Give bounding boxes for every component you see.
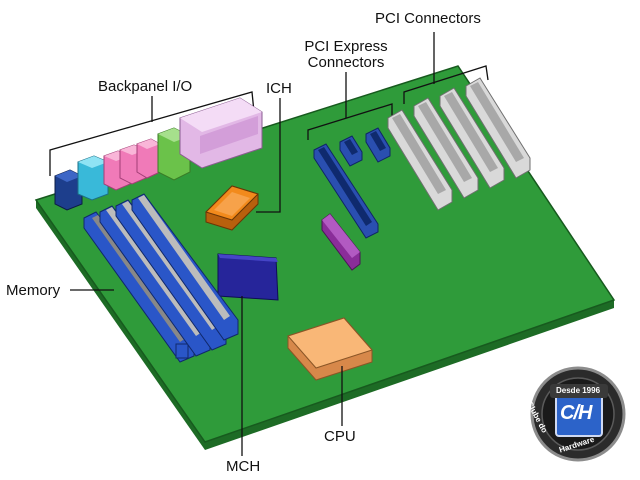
backpanel-bracket (49, 91, 255, 176)
label-backpanel-io: Backpanel I/O (98, 78, 193, 95)
label-ich: ICH (266, 80, 292, 97)
pcie-slots (313, 127, 391, 239)
purple-chip (321, 213, 361, 271)
pci-slots (387, 77, 531, 211)
badge-since-text: Desde 1996 (556, 386, 601, 395)
label-memory: Memory (6, 282, 61, 299)
label-pci-connectors: PCI Connectors (375, 10, 481, 27)
cpu-chip (287, 317, 373, 381)
ich-chip (205, 185, 259, 231)
clube-do-hardware-badge (530, 366, 626, 462)
board-edge-bottom (36, 200, 205, 450)
memory-slots (83, 193, 239, 363)
ich-leader (256, 98, 281, 213)
label-pci-express-line2: Connectors (307, 54, 385, 71)
mch-chip (217, 253, 279, 301)
backpanel-io-connectors (54, 97, 263, 211)
pcie-bracket (307, 103, 393, 140)
pci-bracket (403, 65, 489, 104)
label-mch: MCH (226, 458, 261, 475)
badge-logo-text: C/H (560, 402, 592, 424)
label-pci-express-line1: PCI Express (304, 38, 388, 55)
label-cpu: CPU (324, 428, 356, 445)
